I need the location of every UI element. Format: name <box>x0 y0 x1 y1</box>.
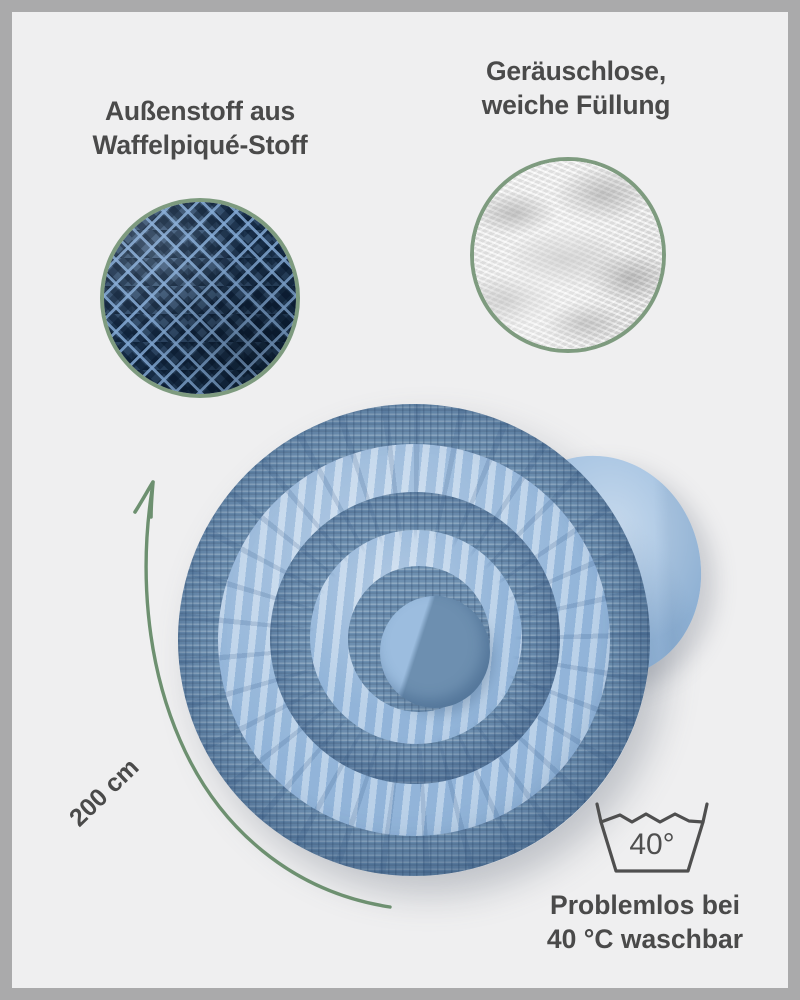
feature-heading-outer-fabric: Außenstoff aus Waffelpiqué-Stoff <box>92 96 308 160</box>
waffle-texture <box>104 202 296 394</box>
wash-temperature-label: 40° <box>629 828 674 861</box>
care-instruction-text: Problemlos bei 40 °C waschbar <box>546 890 744 954</box>
measure-arrow-head <box>133 480 155 519</box>
wash-water-line <box>599 812 705 824</box>
waffle-pique-fabric-swatch <box>100 198 300 398</box>
fibre-fill-texture <box>474 161 662 349</box>
coil-centre-knot <box>380 596 490 708</box>
wash-tub-outline <box>595 802 709 873</box>
wash-tub-40-icon: 40° <box>595 802 709 873</box>
feature-heading-filling: Geräuschlose, weiche Füllung <box>481 56 671 120</box>
soft-filling-swatch <box>470 157 666 353</box>
poster-canvas: Außenstoff aus Waffelpiqué-Stoff Geräusc… <box>12 12 788 988</box>
